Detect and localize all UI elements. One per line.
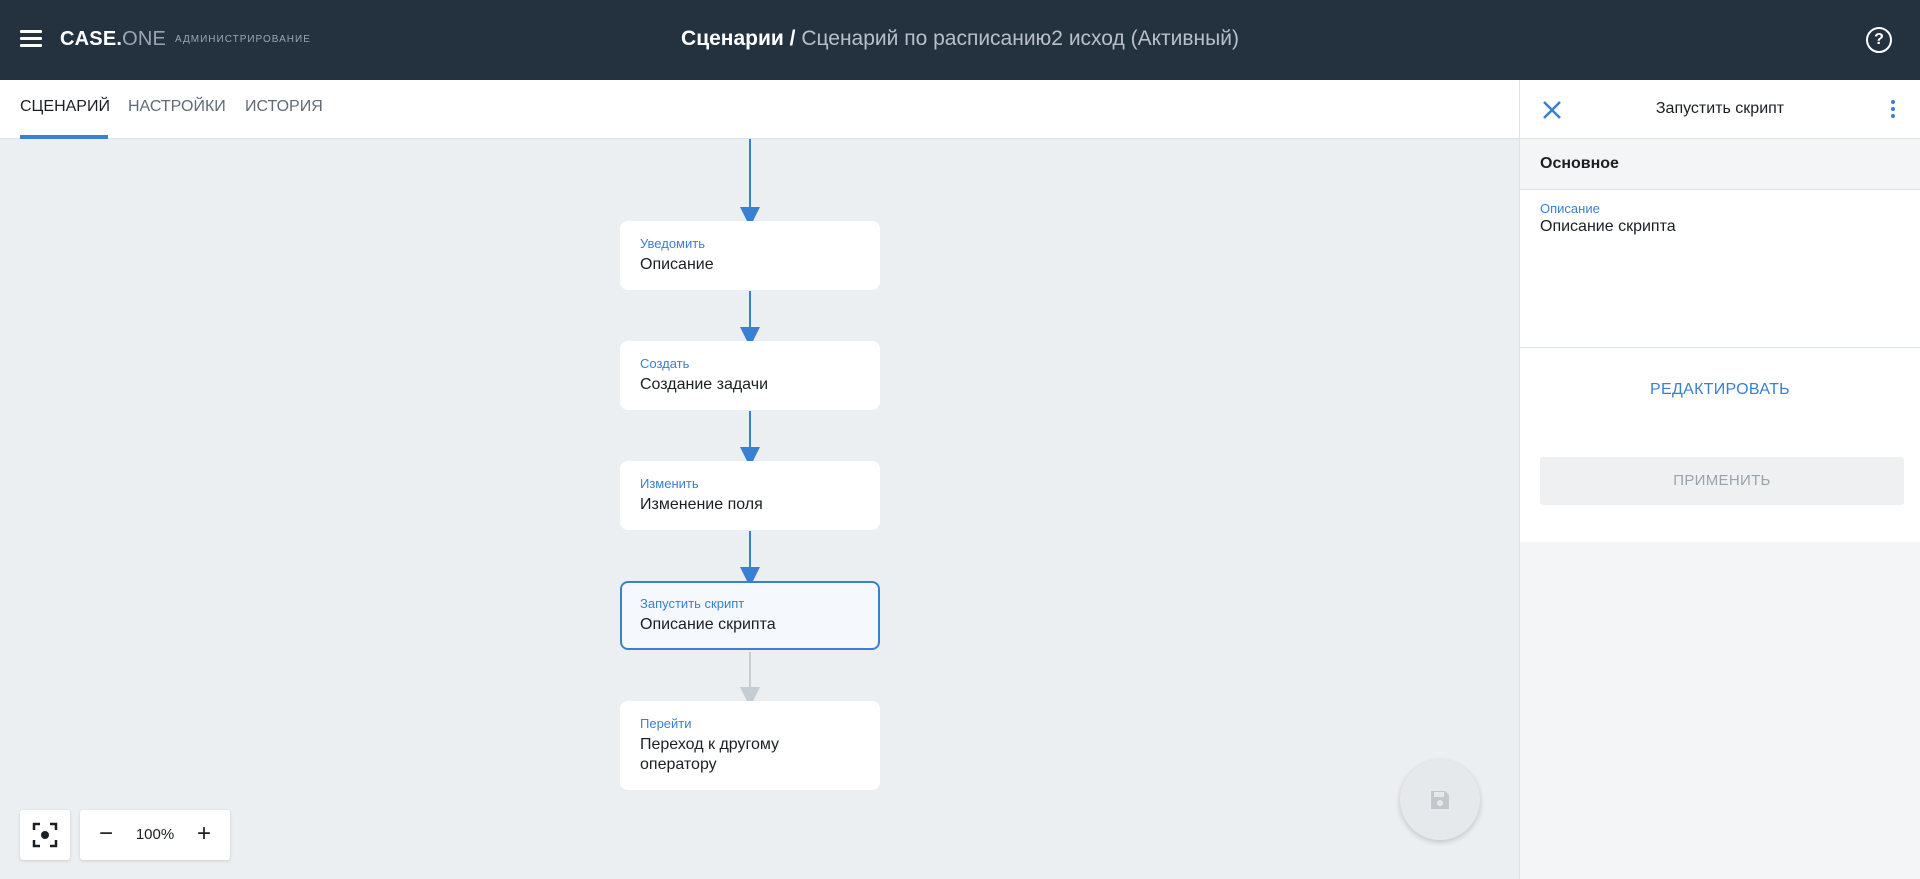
- menu-icon[interactable]: [20, 30, 44, 50]
- flow-node-change[interactable]: Изменить Изменение поля: [620, 461, 880, 530]
- panel-header: Запустить скрипт: [1520, 80, 1920, 139]
- focus-icon: [32, 822, 58, 848]
- app-logo[interactable]: CASE.ONE: [60, 28, 166, 51]
- flow-node-create[interactable]: Создать Создание задачи: [620, 341, 880, 410]
- section-title: Основное: [1540, 155, 1619, 172]
- node-desc: Описание скрипта: [640, 616, 776, 633]
- logo-main: CASE.: [60, 28, 123, 50]
- tab-scenario[interactable]: СЦЕНАРИЙ: [20, 98, 110, 115]
- section-label: АДМИНИСТРИРОВАНИЕ: [175, 34, 311, 45]
- edit-button[interactable]: РЕДАКТИРОВАТЬ: [1650, 381, 1790, 398]
- tab-settings[interactable]: НАСТРОЙКИ: [128, 98, 226, 115]
- node-desc: Описание: [640, 256, 714, 273]
- title-main[interactable]: Сценарии /: [681, 27, 796, 50]
- node-kind: Создать: [640, 356, 690, 371]
- active-tab-indicator: [20, 135, 108, 139]
- node-kind: Изменить: [640, 476, 699, 491]
- description-label: Описание: [1540, 201, 1600, 216]
- app-header: CASE.ONE АДМИНИСТРИРОВАНИЕ Сценарии / Сц…: [0, 0, 1920, 80]
- zoom-out-button[interactable]: −: [98, 820, 113, 847]
- node-kind: Запустить скрипт: [640, 596, 745, 611]
- close-icon[interactable]: [1540, 98, 1564, 122]
- flow-node-goto[interactable]: Перейти Переход к другому оператору: [620, 701, 880, 790]
- node-desc: Переход к другому оператору: [640, 736, 780, 773]
- node-kind: Уведомить: [640, 236, 705, 251]
- title-sub: Сценарий по расписанию2 исход (Активный): [801, 27, 1239, 50]
- node-desc: Создание задачи: [640, 376, 768, 393]
- flow-connectors: [740, 139, 760, 707]
- help-icon[interactable]: ?: [1866, 27, 1892, 53]
- save-button[interactable]: [1400, 760, 1480, 840]
- flow-node-run-script[interactable]: Запустить скрипт Описание скрипта: [620, 581, 880, 650]
- zoom-level: 100%: [135, 826, 175, 843]
- section-header[interactable]: Основное: [1520, 139, 1920, 190]
- more-options-icon[interactable]: [1887, 98, 1899, 122]
- logo-accent: ONE: [122, 28, 167, 50]
- page-title: Сценарии / Сценарий по расписанию2 исход…: [0, 27, 1920, 51]
- panel-title: Запустить скрипт: [1655, 100, 1785, 117]
- properties-panel: Запустить скрипт Основное Описание Описа…: [1519, 80, 1920, 879]
- description-value: Описание скрипта: [1540, 218, 1676, 235]
- tab-history[interactable]: ИСТОРИЯ: [245, 98, 323, 115]
- fields-area: Описание Описание скрипта: [1520, 190, 1920, 348]
- zoom-in-button[interactable]: +: [196, 820, 211, 847]
- fit-to-screen-button[interactable]: [20, 810, 70, 860]
- scenario-canvas[interactable]: Уведомить Описание Создать Создание зада…: [0, 139, 1519, 879]
- save-icon: [1431, 791, 1449, 809]
- tab-bar: СЦЕНАРИЙ НАСТРОЙКИ ИСТОРИЯ: [0, 80, 1519, 139]
- flow-node-notify[interactable]: Уведомить Описание: [620, 221, 880, 290]
- apply-button[interactable]: ПРИМЕНИТЬ: [1540, 457, 1904, 505]
- node-kind: Перейти: [640, 716, 692, 731]
- panel-actions: РЕДАКТИРОВАТЬ ПРИМЕНИТЬ: [1520, 348, 1920, 542]
- node-desc: Изменение поля: [640, 496, 763, 513]
- zoom-control: − 100% +: [80, 810, 230, 860]
